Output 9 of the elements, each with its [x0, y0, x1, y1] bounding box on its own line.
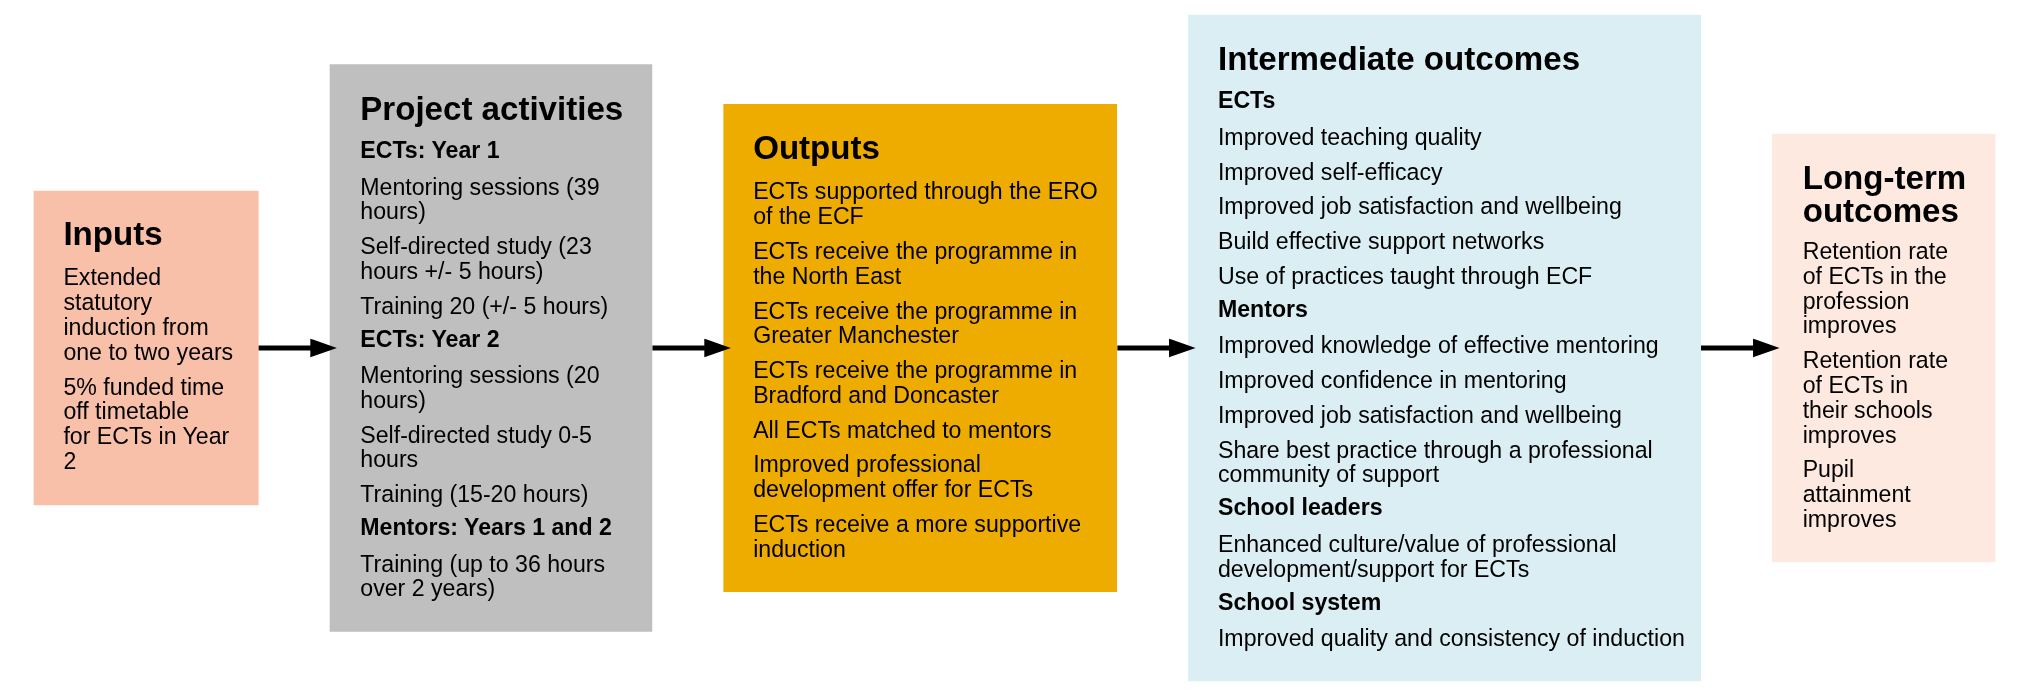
node-box: Outputs ECTs supported through the ERO of the ECF ECTs receive the programme in the North East ECTs receive the programme in Greater Manchester ECTs receive the programme in Bradford and Doncaster All ECTs matched to mentors Improved professional development offer for ECTs ECTs receive a more supportive induction [722, 104, 1117, 592]
arrow [258, 338, 337, 358]
node-box: Project activities ECTs: Year 1 Mentoring sessions (39 hours) Self-directed study (23 hours +/- 5 hours) Training 20 (+/- 5 hours) ECTs: Year 2 Mentoring sessions (20 hours) Self-directed study 0-5 hours Training (15-20 hours) Mentors: Years 1 and 2 Training (up to 36 hours over 2 years) [329, 64, 652, 632]
arrow [1700, 338, 1780, 358]
node-box: Intermediate outcomes ECTs Improved teaching quality Improved self-efficacy Improved job satisfaction and wellbeing Build effective support networks Use of practices taught through ECF Mentors Improved knowledge of effective mentoring Improved confidence in mentoring Improved job satisfaction and wellbeing Share best practice through a professional community of support School leaders Enhanced culture/value of professional development/support for ECTs School system Improved quality and consistency of induction [1187, 14, 1701, 682]
arrow [651, 338, 731, 358]
node-box: Inputs Extended statutory induction from one to two years 5% funded time off timetable for ECTs in Year 2 [33, 190, 259, 506]
arrow [1116, 338, 1196, 358]
node-box: Long-term outcomes Retention rate of ECTs in the profession improves Retention rate of ECTs in their schools improves Pupil attainment improves [1771, 133, 1995, 563]
